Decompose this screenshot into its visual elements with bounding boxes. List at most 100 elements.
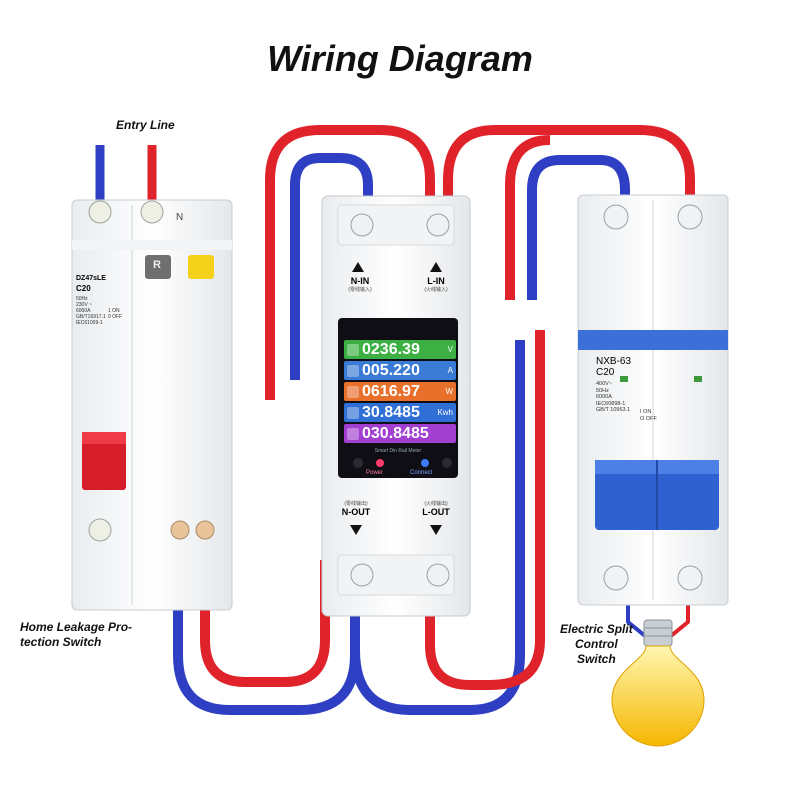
reading-icon [347,427,359,440]
reading-unit: A [447,366,453,375]
breaker-screw-bottom-2 [677,565,703,591]
rcbo-spec: 50Hz [76,296,88,302]
n-in-text: N-IN [350,276,370,286]
breaker-on: I ON [640,409,652,415]
breaker-model: NXB-63 [596,356,632,367]
rcbo-screw-bottom-2 [170,520,190,540]
reading-icon [347,364,359,377]
rcbo-screw-top-2 [140,200,164,224]
l-in-arrow [430,262,442,272]
rcbo-screw-top-1 [88,200,112,224]
rcbo-rating: C20 [76,284,91,293]
rcbo-device [71,199,233,611]
reading-value: 005.220 [362,361,420,379]
n-out-label: (零线输出) N-OUT [336,500,376,517]
breaker-indicator-2 [694,376,702,382]
n-out-text: N-OUT [341,507,371,517]
n-in-label: N-IN (零线输入) [340,276,380,293]
rcbo-screw-bottom-1 [88,518,112,542]
reading-value: 30.8485 [362,403,420,421]
diagram-title: Wiring Diagram [267,38,533,79]
rcbo-lever [82,432,126,490]
split-switch-label: Electric Split Control Switch [560,622,633,667]
top-live-loop-left [265,125,435,400]
top-live-loop-right [443,125,695,215]
entry-line-label: Entry Line [116,118,175,132]
breaker-off: O OFF [640,415,657,422]
l-out-subtext: (火线输出) [424,501,448,507]
n-in-subtext: (零线输入) [348,287,372,293]
breaker-spec: 6000A [596,394,612,401]
bulb-glass [611,645,705,747]
reading-icon [347,385,359,398]
rcbo-off: 0 OFF [108,314,123,320]
rcbo-model: DZ47sLE [76,275,106,282]
l-out-label: (火线输出) L-OUT [416,500,456,517]
breaker-screw-top-2 [677,204,703,230]
reading-value: 030.8485 [362,424,429,442]
breaker-screw-top-1 [603,204,629,230]
rcbo-on-off: 1 ON 0 OFF [108,308,122,320]
reading-value: 0236.39 [362,340,420,358]
bulb-live-wire [664,598,690,642]
rcbo-spec: GB/T16917.1 [76,314,106,320]
n-in-arrow [352,262,364,272]
rcbo-n-mark: N [176,212,184,223]
reading-icon [347,406,359,419]
meter-reading-row: 0236.39 V [344,340,456,359]
rcbo-test-button [188,255,214,279]
bottom-neutral-loop [173,540,360,715]
n-out-subtext: (零线输出) [344,501,368,507]
breaker-spec: 400V~ [596,381,613,387]
bottom-live-loop [200,540,330,687]
breaker-on-off: I ON O OFF [640,409,657,422]
rcbo-screw-bottom-3 [195,520,215,540]
l-in-subtext: (火线输入) [424,287,448,293]
breaker-spec: 50Hz [596,387,609,394]
split-switch-label-line1: Electric Split [560,622,633,636]
connect-label: Connect [410,470,433,476]
rcbo-reset-button [145,255,171,279]
meter-reading-row: 0616.97 W [344,382,456,401]
rcbo-specs: 50Hz 230V ~ 6000A GB/T16917.1 IEC61009-1 [76,296,106,326]
l-in-label: L-IN (火线输入) [416,276,456,293]
n-out-arrow [350,525,362,535]
power-label: Power [366,470,384,476]
reading-unit: V [447,345,453,354]
top-neutral-loop-right [527,155,630,300]
meter-brand: Smart Din Rail Meter [374,448,422,454]
breaker-screw-bottom-1 [603,565,629,591]
breaker-spec: GB/T 10963.1 [596,407,631,414]
breaker-indicator-1 [620,376,628,382]
power-led [376,459,384,467]
reading-value: 0616.97 [362,382,420,400]
rcbo-spec: 6000A [76,308,91,314]
meter-reading-row: 030.8485 [344,424,456,443]
breaker-device [577,194,729,606]
reading-unit: Kwh [437,408,453,417]
meter-screw-top-2 [426,213,450,237]
bulb-neutral-wire [626,598,652,642]
meter-screw-top-1 [350,213,374,237]
light-bulb [611,619,705,747]
leakage-switch-label: Home Leakage Pro- tection Switch [20,620,132,650]
l-in-text: L-IN [427,276,445,286]
top-neutral-loop-left [290,153,373,380]
rcbo-spec: IEC61009-1 [76,320,103,326]
bottom-live-loop-right [425,330,545,690]
l-out-arrow [430,525,442,535]
breaker-specs: 400V~ 50Hz 6000A IEC60898-1 GB/T 10963.1 [596,381,630,414]
bulb-socket [643,619,673,647]
meter-reading-row: 005.220 A [344,361,456,380]
connect-led [421,459,429,467]
meter-readings: 0236.39 V 005.220 A 0616.97 W 30.8485 Kwh 030.84… [344,340,456,445]
meter-reading-row: 30.8485 Kwh [344,403,456,422]
wires [95,125,695,715]
breaker-rating: C20 [596,367,615,378]
split-switch-label-line3: Switch [577,652,616,666]
reading-unit: W [445,387,453,396]
breaker-spec: IEC60898-1 [596,400,626,407]
top-live-loop-drop [505,135,551,300]
meter-screw-bottom-2 [426,563,450,587]
